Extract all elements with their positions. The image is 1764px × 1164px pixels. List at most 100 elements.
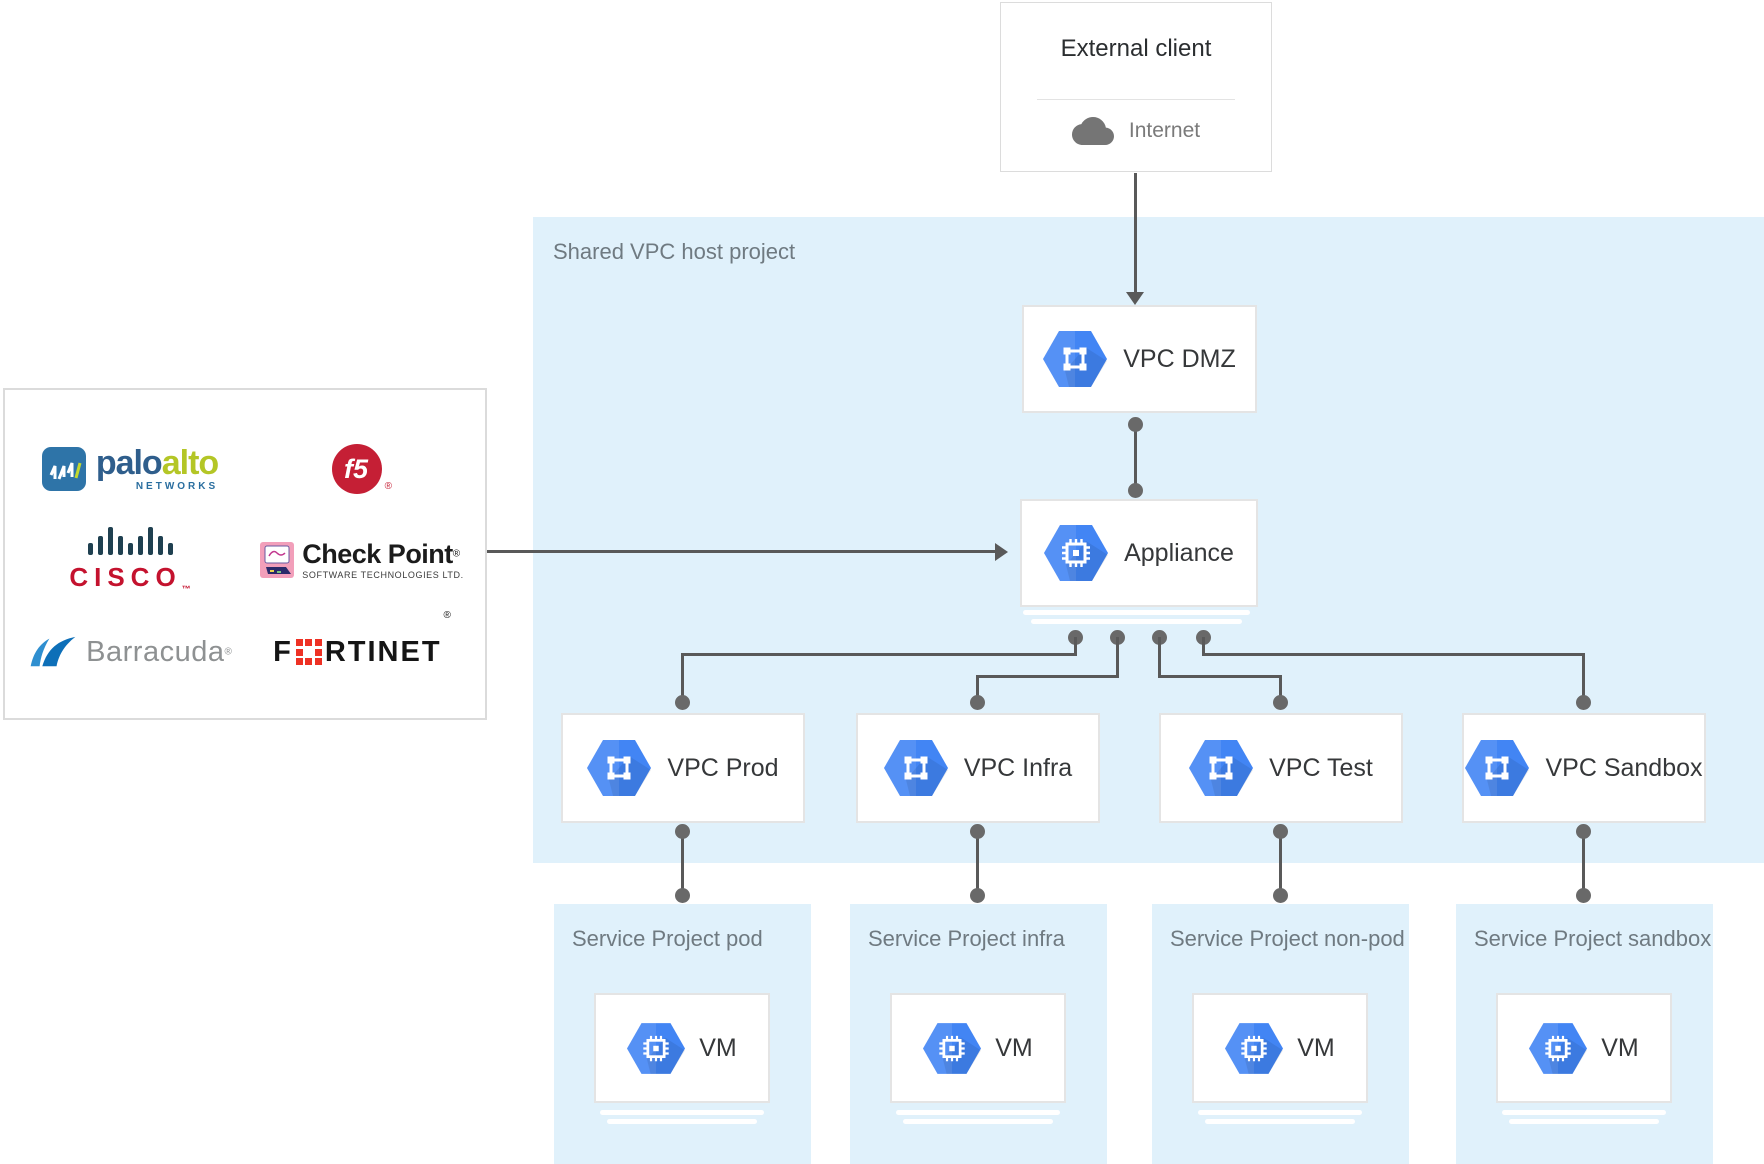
barracuda-text: Barracuda [86,635,225,668]
connector-dot [970,888,985,903]
node-vm: VM [1496,993,1672,1103]
arrowhead-into-appliance [995,543,1008,561]
node-label: VPC DMZ [1123,344,1236,373]
stack-stripe [1502,1110,1666,1115]
node-label: VPC Sandbox [1545,753,1703,782]
cisco-text: CISCO™ [69,562,190,594]
service-project-infra-region: Service Project infra VM [850,904,1107,1164]
service-project-sandbox-region: Service Project sandbox VM [1456,904,1713,1164]
connector-stub [1074,637,1077,656]
f5-text: f5 [343,453,368,484]
stack-stripe [607,1119,757,1124]
fortinet-rtinet-text: RTINET [324,635,442,668]
connector-vpc-service [681,832,684,896]
service-project-label: Service Project non-pod [1170,926,1405,951]
alto-text: alto [161,444,219,482]
connector-dot [1273,824,1288,839]
vpc-network-icon [1465,740,1530,796]
palo-text: palo [95,444,163,482]
connector-vpc-service [1279,832,1282,896]
connector-stub [1116,637,1119,678]
connector-appliance-vpcinfra [976,675,1118,678]
vm-chip-icon [1225,1022,1284,1074]
appliance-chip-icon [1044,525,1109,581]
node-label: VPC Infra [963,753,1073,782]
vm-chip-icon [1529,1022,1588,1074]
check-point-text: Check Point [302,538,453,569]
stack-stripe [1198,1110,1362,1115]
stack-stripe [1031,619,1242,624]
connector-appliance-vpctest [1158,675,1282,678]
node-label: Appliance [1124,538,1234,567]
service-project-pod-region: Service Project pod VM [554,904,811,1164]
stack-stripe [1205,1119,1355,1124]
node-vm: VM [594,993,770,1103]
barracuda-reg-mark: ® [224,646,232,658]
vm-chip-icon [923,1022,982,1074]
internet-cloud-icon [1071,117,1114,145]
connector-elbow [976,675,979,703]
vendor-cisco-logo: CISCO™ [23,512,237,608]
fortinet-f-text: F [273,635,293,668]
vpc-network-icon [587,740,652,796]
connector-dot [1576,888,1591,903]
connector-dot [675,888,690,903]
connector-dot [970,695,985,710]
vendor-appliances-box: paloalto NETWORKS f5 ® CISCO™ [3,388,487,720]
cisco-tm-mark: ™ [181,584,191,595]
node-vpc-dmz: VPC DMZ [1022,305,1257,413]
service-project-nonpod-region: Service Project non-pod VM [1152,904,1409,1164]
connector-dot [675,824,690,839]
fortinet-reg-mark: ® [443,610,451,621]
cisco-bars-icon [87,525,173,556]
connector-appliance-vpcsandbox [1202,653,1585,656]
check-point-icon [260,542,295,578]
f5-reg-mark: ® [384,481,392,492]
connector-extclient-dmz [1134,173,1137,293]
f5-circle-icon: f5 ® [332,444,392,494]
vendor-check-point-logo: Check Point® SOFTWARE TECHNOLOGIES LTD. [249,512,475,608]
connector-vpc-service [1582,832,1585,896]
external-client-box: External client Internet [1000,2,1272,172]
connector-dmz-appliance [1134,425,1137,491]
host-project-label: Shared VPC host project [553,239,796,264]
check-point-reg-mark: ® [452,548,461,560]
connector-vpc-service [976,832,979,896]
vpc-network-icon [1043,331,1108,387]
service-project-label: Service Project sandbox [1474,926,1712,951]
connector-stub [1202,637,1205,656]
stack-stripe [600,1110,764,1115]
palo-alto-icon [41,447,86,491]
connector-dot [675,695,690,710]
internet-label: Internet [1128,119,1201,142]
connector-elbow [681,653,684,703]
check-point-subtext: SOFTWARE TECHNOLOGIES LTD. [302,569,464,580]
connector-elbow [1582,653,1585,703]
connector-dot [970,824,985,839]
stack-stripe [1023,610,1250,615]
node-label: VPC Prod [667,753,779,782]
divider [1037,99,1235,100]
node-label: VM [1601,1033,1639,1062]
vendor-fortinet-logo: F RTINET ® [249,610,475,694]
node-vpc-prod: VPC Prod [561,713,805,823]
connector-dot [1576,824,1591,839]
node-vm: VM [1192,993,1368,1103]
service-project-label: Service Project pod [572,926,763,951]
node-label: VPC Test [1269,753,1373,782]
node-vpc-infra: VPC Infra [856,713,1100,823]
vendor-f5-logo: f5 ® [257,426,457,512]
vendor-palo-alto-logo: paloalto NETWORKS [23,426,237,512]
arrowhead-into-dmz [1126,292,1144,305]
connector-stub [1158,637,1161,678]
barracuda-fins-icon [30,636,76,667]
node-vpc-test: VPC Test [1159,713,1403,823]
node-label: VM [1297,1033,1335,1062]
node-appliance: Appliance [1020,499,1258,607]
stack-stripe [1509,1119,1659,1124]
connector-elbow [1279,675,1282,703]
stack-stripe [896,1110,1060,1115]
node-label: VM [699,1033,737,1062]
connector-dot [1576,695,1591,710]
